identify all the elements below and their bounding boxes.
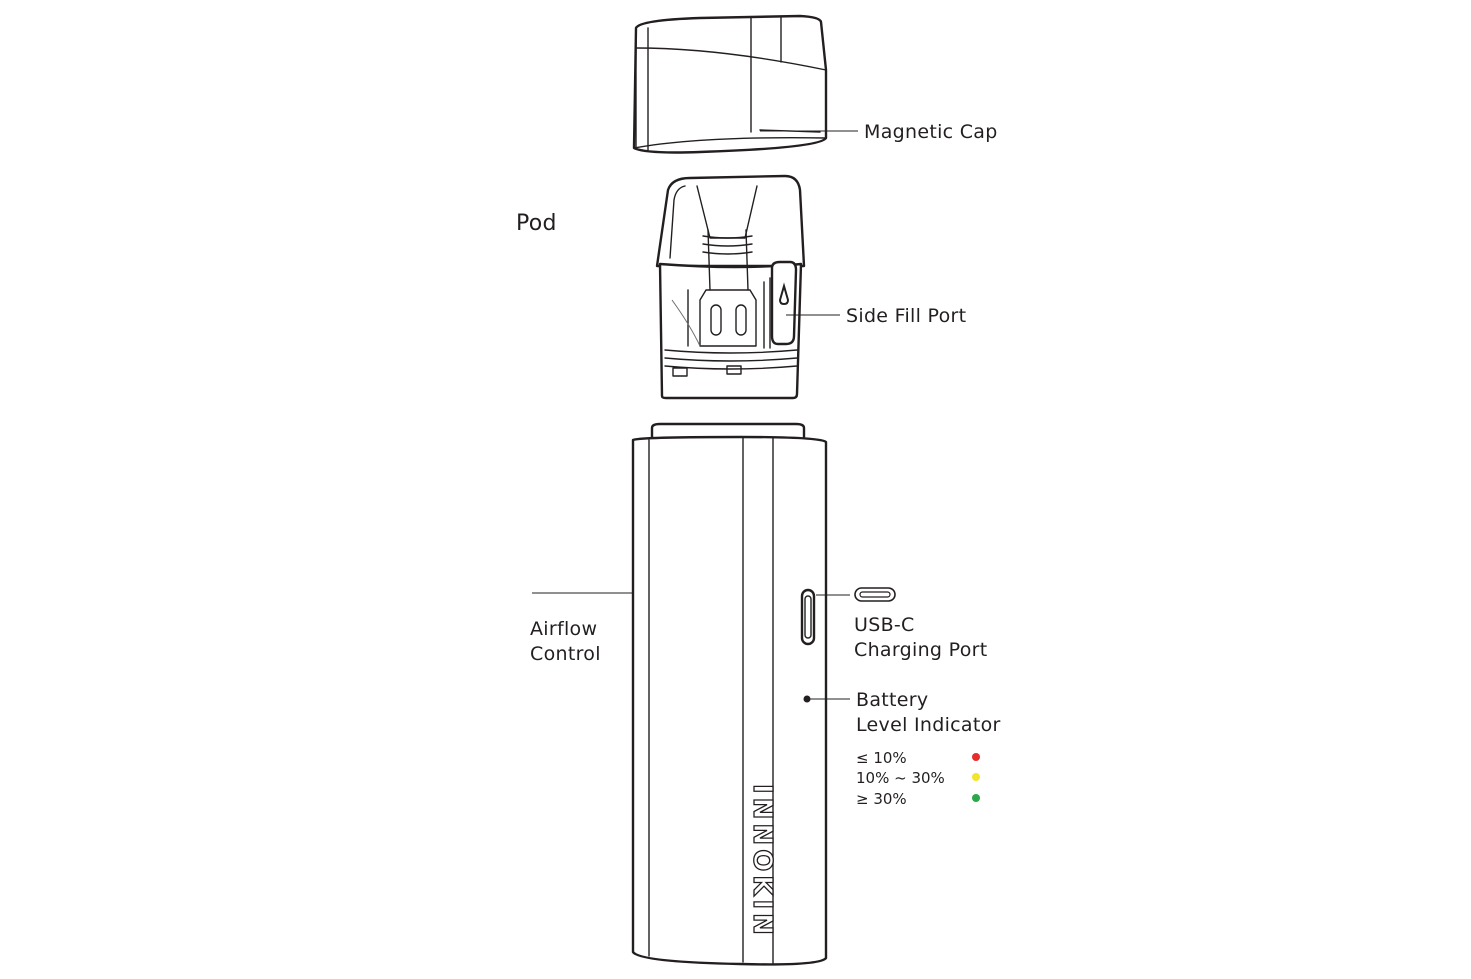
label-pod: Pod xyxy=(516,211,557,236)
battery-level-high-dot xyxy=(972,794,980,802)
label-battery-line2: Level Indicator xyxy=(856,714,1001,736)
label-magnetic-cap: Magnetic Cap xyxy=(864,121,998,143)
label-side-fill-port: Side Fill Port xyxy=(846,305,966,327)
usb-c-port-icon xyxy=(854,587,896,602)
label-usbc-line2: Charging Port xyxy=(854,639,987,661)
battery-level-mid-dot xyxy=(972,773,980,781)
label-usbc-line1: USB-C xyxy=(854,614,915,636)
battery-level-legend: ≤ 10% 10% ~ 30% ≥ 30% xyxy=(856,749,980,808)
device-body: INNOKIN xyxy=(631,422,828,966)
magnetic-cap xyxy=(632,14,828,154)
battery-level-low-dot xyxy=(972,753,980,761)
label-airflow-line2: Control xyxy=(530,643,601,665)
droplet-icon xyxy=(778,282,790,306)
pod xyxy=(655,174,806,400)
battery-level-high-label: ≥ 30% xyxy=(856,790,907,808)
brand-logo: INNOKIN xyxy=(747,784,777,939)
battery-level-mid-label: 10% ~ 30% xyxy=(856,769,945,787)
label-airflow-line1: Airflow xyxy=(530,618,597,640)
battery-level-low-label: ≤ 10% xyxy=(856,749,907,767)
label-battery-line1: Battery xyxy=(856,689,928,711)
